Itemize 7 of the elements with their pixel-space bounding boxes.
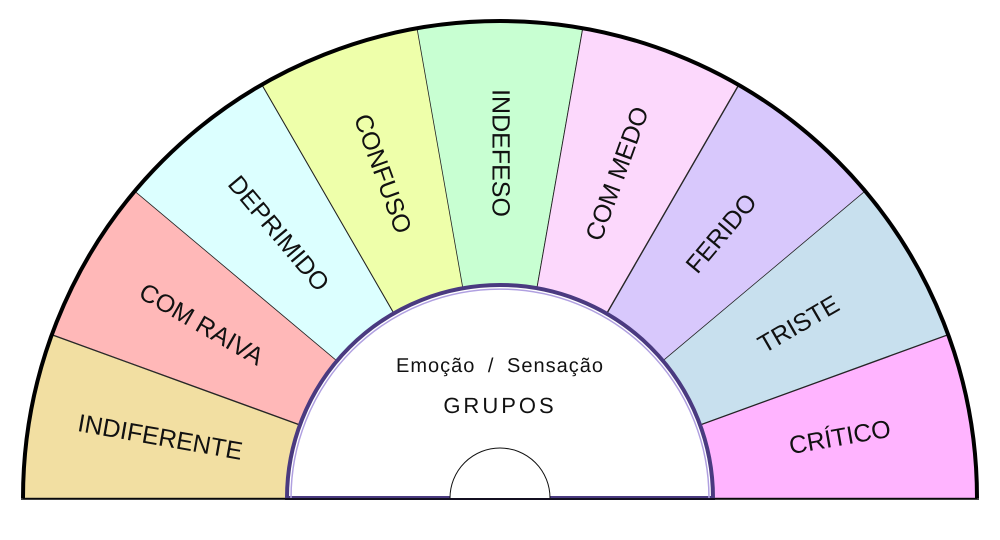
center-title: GRUPOS [443,393,557,419]
inner-semicircle [450,448,550,498]
segment-label: COM MEDO [580,102,656,245]
center-subtitle: Emoção / Sensação [396,355,604,378]
ring-segment [417,21,583,288]
segment-label: CRÍTICO [786,414,893,462]
segment-label: INDEFESO [485,89,514,217]
